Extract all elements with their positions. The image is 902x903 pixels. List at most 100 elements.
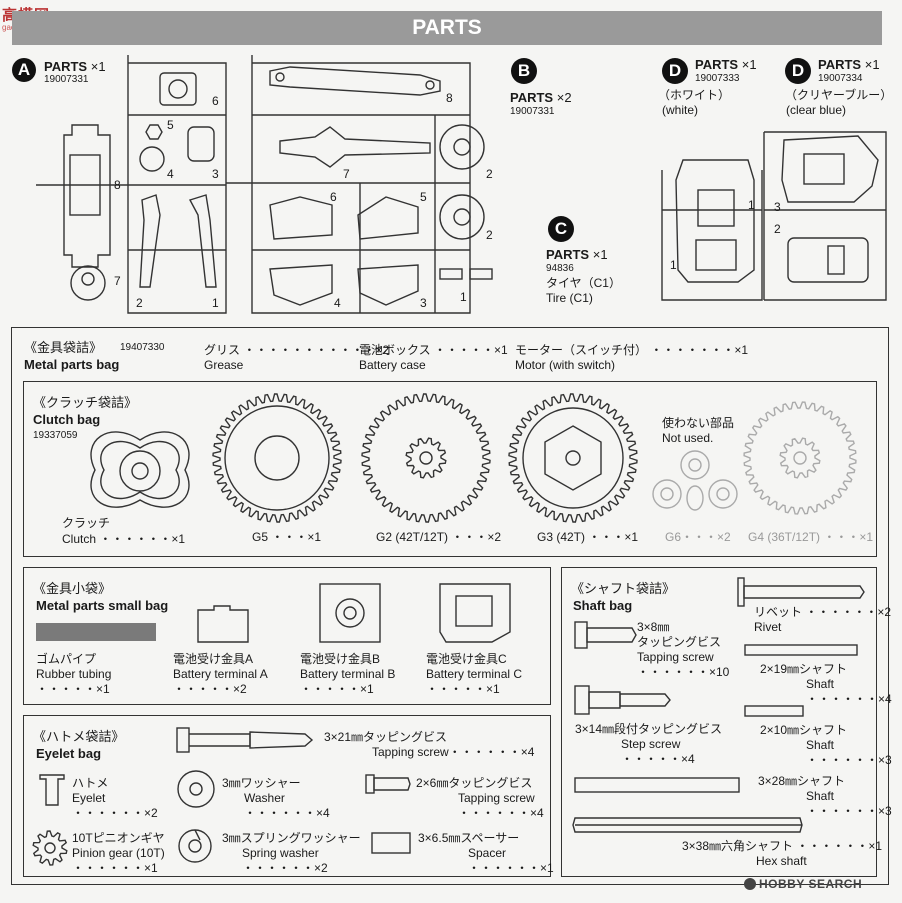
terminal-b-jp: 電池受け金具B: [300, 652, 381, 666]
gear-g5-ring: [224, 405, 330, 511]
gear-g4-label: G4 (36T/12T) ・・・×1: [748, 530, 874, 544]
gear-g2-hole: [419, 451, 433, 465]
hex-shaft-en: Hex shaft: [756, 854, 807, 868]
sprue-a-num: 3: [420, 296, 427, 310]
eyelet-jp: ハトメ: [72, 776, 109, 790]
washer-en: Washer: [244, 791, 285, 805]
screw-3x8-jp: 3×8㎜: [637, 620, 670, 634]
step-screw-jp: 3×14㎜段付タッピングビス: [575, 722, 723, 736]
clutch-bag-en: Clutch bag: [33, 412, 101, 427]
hobby-search-watermark: HOBBY SEARCH: [744, 877, 862, 891]
gear-g5-hub: [254, 435, 300, 481]
gear-g6-label: G6・・・×2: [665, 530, 731, 544]
spring-washer-qty: ・・・・・・×2: [242, 861, 328, 875]
screw-3x8-en: Tapping screw: [637, 650, 714, 664]
sprue-a-num: 6: [330, 190, 337, 204]
battery-case-en: Battery case: [359, 358, 426, 372]
clutch-bag-box: [23, 381, 877, 557]
sprue-d1-jp: （ホワイト）: [658, 88, 731, 102]
shaft-2x10-en: Shaft: [806, 738, 835, 752]
sprue-d-drawing: [661, 131, 887, 301]
metal-parts-bag-box: [11, 327, 889, 885]
eyelet-bag-en: Eyelet bag: [36, 746, 102, 761]
pinion-gear-icon: [32, 830, 68, 866]
small-bag-jp: 《金具小袋》: [33, 581, 112, 596]
shaft-bag-jp: 《シャフト袋詰》: [571, 581, 676, 596]
spacer-jp: 3×6.5㎜スペーサー: [418, 831, 520, 845]
motor-label: モーター（スイッチ付） ・・・・・・・×1: [515, 343, 749, 357]
screw-2x6-qty: ・・・・・・×4: [458, 806, 544, 820]
sprue-a-code: 19007331: [44, 74, 89, 85]
shaft-2x19-qty: ・・・・・・×4: [806, 692, 892, 706]
screw-2x6-jp: 2×6㎜タッピングビス: [416, 776, 533, 790]
sprue-d2-code: 19007334: [818, 73, 863, 84]
terminal-c-qty: ・・・・・×1: [426, 682, 500, 696]
screw-3x8-jp2: タッピングビス: [637, 635, 722, 649]
pinion-qty: ・・・・・・×1: [72, 861, 158, 875]
sprue-letter-c: C: [548, 216, 574, 242]
shaft-3x28-en: Shaft: [806, 789, 835, 803]
screw-3x8-qty: ・・・・・・×10: [637, 665, 730, 679]
sprue-d1-num: 1: [748, 198, 755, 212]
spring-washer-en: Spring washer: [242, 846, 319, 860]
terminal-c-en: Battery terminal C: [426, 667, 523, 681]
sprue-letter-d-clear: D: [785, 58, 811, 84]
sprue-a-num: 5: [420, 190, 427, 204]
rubber-tubing-en: Rubber tubing: [36, 667, 112, 681]
sprue-a-label: PARTS ×1: [44, 59, 106, 74]
screw-3x21-jp: 3×21㎜タッピングビス: [324, 730, 448, 744]
metal-bag-jp: 《金具袋詰》: [24, 340, 103, 355]
shaft-2x10-jp: 2×10㎜シャフト: [760, 723, 848, 737]
sprue-a-num: 6: [212, 94, 219, 108]
motor-en: Motor (with switch): [515, 358, 616, 372]
sprue-a-num: 7: [343, 167, 350, 181]
sprue-d2-label: PARTS ×1: [818, 57, 880, 72]
gear-g4-icon: [743, 401, 857, 515]
rubber-tubing-qty: ・・・・・×1: [36, 682, 110, 696]
clutch-bag-code: 19337059: [33, 430, 78, 441]
shaft-2x10-qty: ・・・・・・×3: [806, 753, 892, 767]
gear-g3-hole: [565, 450, 581, 466]
sprue-c-label: PARTS ×1: [546, 247, 608, 262]
sprue-a-num: 4: [334, 296, 341, 310]
terminal-b-en: Battery terminal B: [300, 667, 396, 681]
sprue-d2-num: 3: [774, 200, 781, 214]
terminal-a-jp: 電池受け金具A: [173, 652, 254, 666]
sprue-letter-d-white: D: [662, 58, 688, 84]
shaft-2x19-en: Shaft: [806, 677, 835, 691]
rubber-tubing-jp: ゴムパイプ: [36, 652, 97, 666]
shaft-bag-en: Shaft bag: [573, 598, 633, 613]
sprue-a-num: 8: [446, 91, 453, 105]
metal-bag-code: 19407330: [120, 342, 165, 353]
shaft-2x19-jp: 2×19㎜シャフト: [760, 662, 848, 676]
gear-g3-icon: [508, 393, 638, 523]
shaft-3x28-qty: ・・・・・・×3: [806, 804, 892, 818]
pinion-gear-hole: [44, 842, 56, 854]
gear-g4-hole: [793, 451, 807, 465]
sprue-a-num: 7: [114, 274, 121, 288]
eyelet-en: Eyelet: [72, 791, 106, 805]
gear-g2-pinion-icon: [405, 437, 447, 479]
sprue-d1-label: PARTS ×1: [695, 57, 757, 72]
rivet-en: Rivet: [754, 620, 782, 634]
terminal-c-jp: 電池受け金具C: [426, 652, 507, 666]
sprue-a-num: 1: [460, 290, 467, 304]
sprue-d2-jp: （クリヤーブルー）: [785, 88, 893, 102]
eyelet-bag-box: [23, 715, 551, 877]
terminal-a-en: Battery terminal A: [173, 667, 268, 681]
gear-g3-label: G3 (42T) ・・・×1: [537, 530, 639, 544]
eyelet-bag-jp: 《ハトメ袋詰》: [33, 729, 125, 744]
hex-shaft-jp: 3×38㎜六角シャフト ・・・・・・×1: [682, 839, 883, 853]
watermark-mark-icon: [744, 878, 756, 890]
grease-label: グリス ・・・・・・・・・・・×2: [204, 343, 390, 357]
sprue-d2-en: (clear blue): [786, 103, 847, 117]
sprue-a-num: 4: [167, 167, 174, 181]
terminal-a-qty: ・・・・・×2: [173, 682, 247, 696]
sprue-b-label: PARTS ×2: [510, 90, 572, 105]
eyelet-qty: ・・・・・・×2: [72, 806, 158, 820]
grease-en: Grease: [204, 358, 244, 372]
spacer-en: Spacer: [468, 846, 507, 860]
small-bag-box: [23, 567, 551, 705]
